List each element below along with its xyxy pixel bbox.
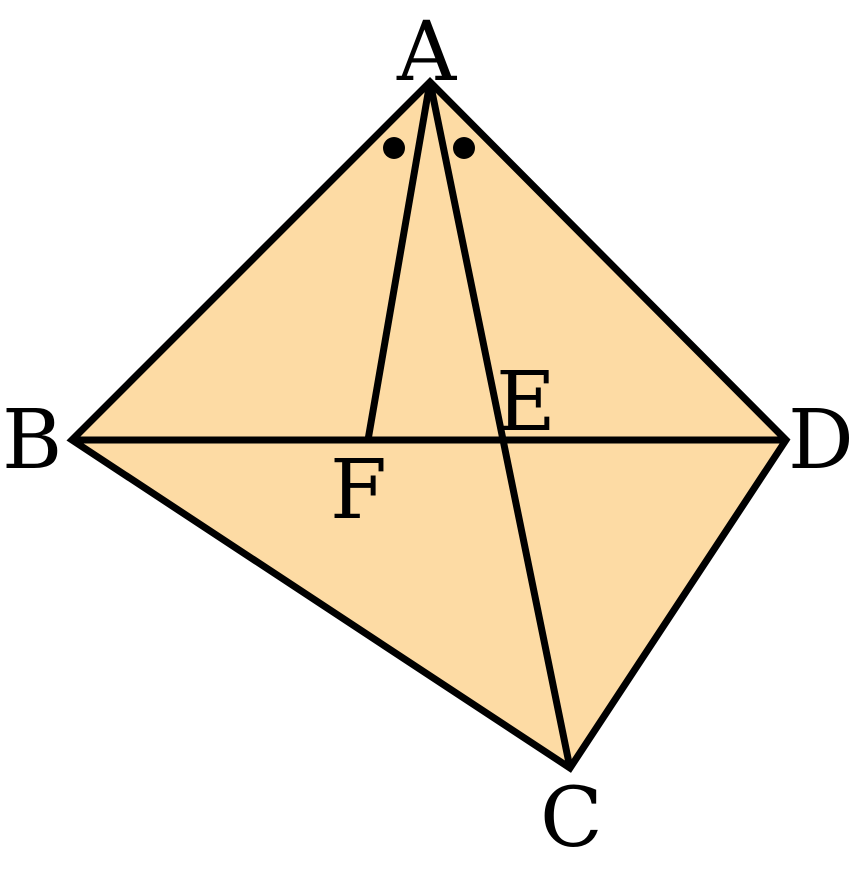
- angle-mark-left: [383, 137, 405, 159]
- point-label-f: F: [330, 443, 387, 538]
- point-label-d: D: [788, 393, 854, 488]
- segment-af: [364, 81, 434, 441]
- quadrilateral-abcd: [66, 77, 791, 773]
- point-label-e: E: [496, 355, 556, 450]
- segment-ac: [426, 81, 574, 769]
- point-label-b: B: [2, 393, 62, 488]
- angle-mark-right: [453, 137, 475, 159]
- point-label-c: C: [540, 771, 603, 866]
- point-label-a: A: [396, 5, 458, 100]
